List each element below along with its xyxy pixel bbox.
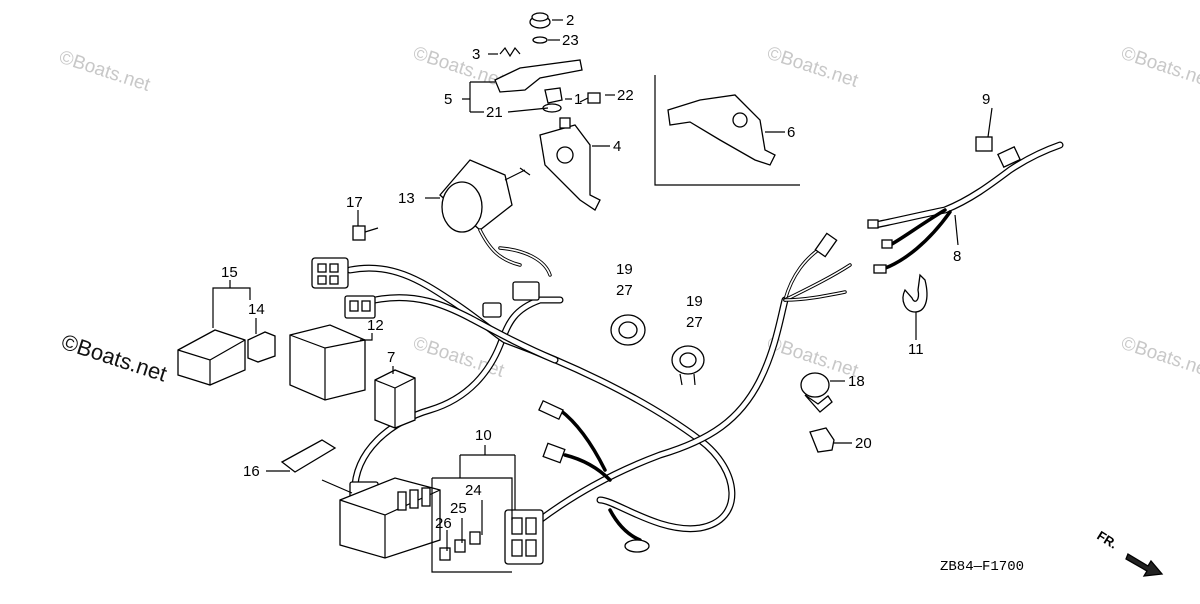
- relay-14: [247, 331, 276, 363]
- part-label-8: 8: [953, 248, 961, 265]
- cdi-12: [289, 324, 366, 401]
- part-label-7: 7: [387, 349, 395, 366]
- part-label-1: 1: [574, 91, 582, 108]
- part-label-17: 17: [346, 194, 363, 211]
- direction-arrow-icon: [1125, 553, 1164, 577]
- fuses: [439, 531, 481, 561]
- label-plate-16: [280, 439, 337, 473]
- small-hardware: [352, 12, 601, 241]
- watermark: ©Boats.net: [1118, 333, 1200, 382]
- watermark: ©Boats.net: [410, 43, 507, 92]
- watermark: ©Boats.net: [764, 43, 861, 92]
- watermark: ©Boats.net: [56, 47, 153, 96]
- part-label-11: 11: [908, 341, 924, 358]
- fuse-box-16: [339, 477, 441, 559]
- regulator-7: [374, 369, 416, 429]
- part-label-21: 21: [486, 104, 503, 121]
- part-label-20: 20: [855, 435, 872, 452]
- relay-15: [177, 329, 246, 386]
- watermark-main: ©Boats.net: [58, 329, 170, 387]
- drawing-code: ZB84—F1700: [940, 559, 1024, 575]
- direction-label: FR.: [1094, 528, 1120, 552]
- part-label-22: 22: [617, 87, 634, 104]
- front-direction-indicator: FR.: [1094, 528, 1164, 577]
- part-label-16: 16: [243, 463, 260, 480]
- part-label-10: 10: [475, 427, 492, 444]
- part-label-19a: 19: [616, 261, 633, 278]
- sub-harness-8: [867, 136, 1064, 274]
- solenoid-13: [439, 159, 531, 267]
- inset-6: [654, 75, 800, 186]
- part-label-14: 14: [248, 301, 265, 318]
- part-label-2: 2: [566, 12, 574, 29]
- part-label-18: 18: [848, 373, 865, 390]
- part-label-9: 9: [982, 91, 990, 108]
- clip-11: [902, 273, 928, 313]
- bracket-5: [494, 59, 583, 93]
- part-label-6: 6: [787, 124, 795, 141]
- part-label-4: 4: [613, 138, 621, 155]
- part-label-15: 15: [221, 264, 238, 281]
- bracket-20: [809, 427, 835, 453]
- part-label-19b: 19: [686, 293, 703, 310]
- part-label-27b: 27: [686, 314, 703, 331]
- part-number-labels: 2 23 3 5 21 1 22 4 6 9 13 17 8 15 14 12 …: [221, 12, 990, 532]
- watermark: ©Boats.net: [1118, 43, 1200, 92]
- leader-lines: [212, 19, 993, 573]
- part-label-27a: 27: [616, 282, 633, 299]
- part-label-12: 12: [367, 317, 384, 334]
- part-label-5: 5: [444, 91, 452, 108]
- part-label-3: 3: [472, 46, 480, 63]
- main-harness: [346, 232, 852, 553]
- part-label-13: 13: [398, 190, 415, 207]
- grommet-19: [610, 314, 705, 386]
- part-label-26: 26: [435, 515, 452, 532]
- part-label-25: 25: [450, 500, 467, 517]
- part-label-23: 23: [562, 32, 579, 49]
- bracket-4: [539, 117, 601, 211]
- part-label-24: 24: [465, 482, 482, 499]
- clamp-18: [800, 372, 833, 413]
